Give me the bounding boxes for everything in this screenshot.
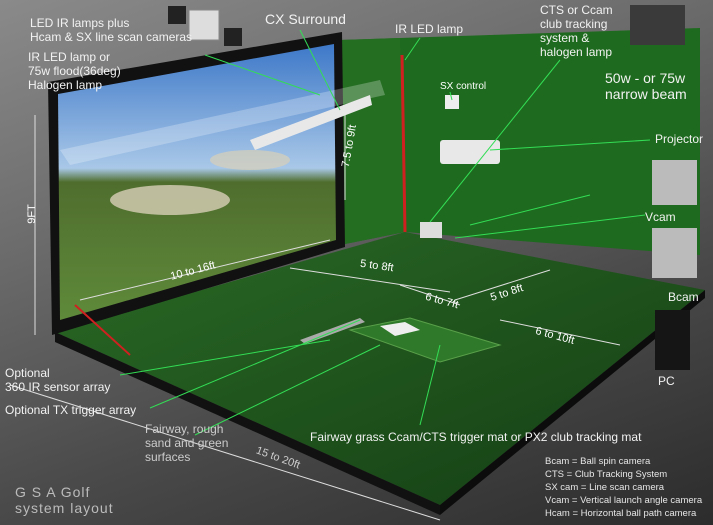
red-wall-line [400, 54, 407, 233]
label-line: CTS or Ccam [540, 3, 613, 17]
label-projector: Projector [655, 132, 704, 146]
label-bcam: Bcam [668, 290, 699, 304]
dim-height: 9FT [25, 204, 38, 224]
label-line: Hcam & SX line scan cameras [30, 30, 193, 44]
cx-surround-bar [250, 95, 372, 150]
leader-lines [119, 29, 651, 436]
label-line: club tracking [540, 17, 608, 31]
label-mat: Fairway grass Ccam/CTS trigger mat or PX… [310, 430, 642, 444]
label-ir-led-lamp: IR LED lamp [395, 22, 464, 36]
back-wall [340, 28, 700, 255]
label-vcam: Vcam [645, 210, 676, 224]
label-line: sand and green [145, 436, 229, 450]
sand-bunker [210, 150, 290, 170]
label-cx-surround: CX Surround [265, 11, 346, 27]
sx-control [445, 95, 459, 109]
bcam-device [652, 228, 697, 278]
title-line: G S A Golf [15, 484, 91, 500]
dimension-lines [9, 115, 621, 521]
hcam-camera [168, 6, 186, 24]
label-line: system & [540, 31, 590, 45]
legend-item: SX cam = Line scan camera [545, 482, 665, 493]
trigger-strip [380, 322, 420, 336]
sx-camera [224, 28, 242, 46]
label-optional-tx: Optional TX trigger array [5, 403, 137, 417]
wall-shade [340, 38, 405, 245]
label-line: halogen lamp [540, 45, 613, 59]
pc-tower [655, 310, 690, 370]
legend-item: Hcam = Horizontal ball path camera [545, 508, 697, 519]
label-line: Optional [5, 366, 50, 380]
label-line: 75w flood(36deg) [28, 64, 121, 78]
label-line: LED IR lamps plus [30, 16, 130, 30]
label-sx-control: SX control [440, 81, 487, 92]
legend: Bcam = Ball spin camera CTS = Club Track… [545, 455, 702, 520]
label-line: 50w - or 75w [605, 70, 686, 86]
projector [440, 140, 500, 164]
floor [55, 232, 705, 505]
overhead-camera [630, 5, 685, 45]
label-pc: PC [658, 374, 675, 388]
label-line: Halogen lamp [28, 78, 103, 92]
cts-unit [420, 222, 442, 238]
sand-bunker [110, 185, 230, 215]
label-line: 360 IR sensor array [5, 380, 111, 394]
legend-item: Bcam = Ball spin camera [545, 456, 651, 467]
screen-image [58, 44, 336, 320]
floor-edge-right [440, 290, 705, 515]
legend-item: CTS = Club Tracking System [545, 469, 668, 480]
label-line: IR LED lamp or [28, 50, 111, 64]
red-floor-line [74, 304, 131, 356]
cx-surround-plane [60, 80, 385, 165]
title-line: system layout [15, 500, 114, 516]
vcam-device [652, 160, 697, 205]
label-line: Fairway, rough [145, 422, 224, 436]
legend-item: Vcam = Vertical launch angle camera [545, 495, 703, 506]
label-line: surfaces [145, 450, 191, 464]
label-line: narrow beam [605, 86, 687, 102]
lamp-unit [188, 9, 220, 41]
floor-edge [55, 332, 440, 515]
